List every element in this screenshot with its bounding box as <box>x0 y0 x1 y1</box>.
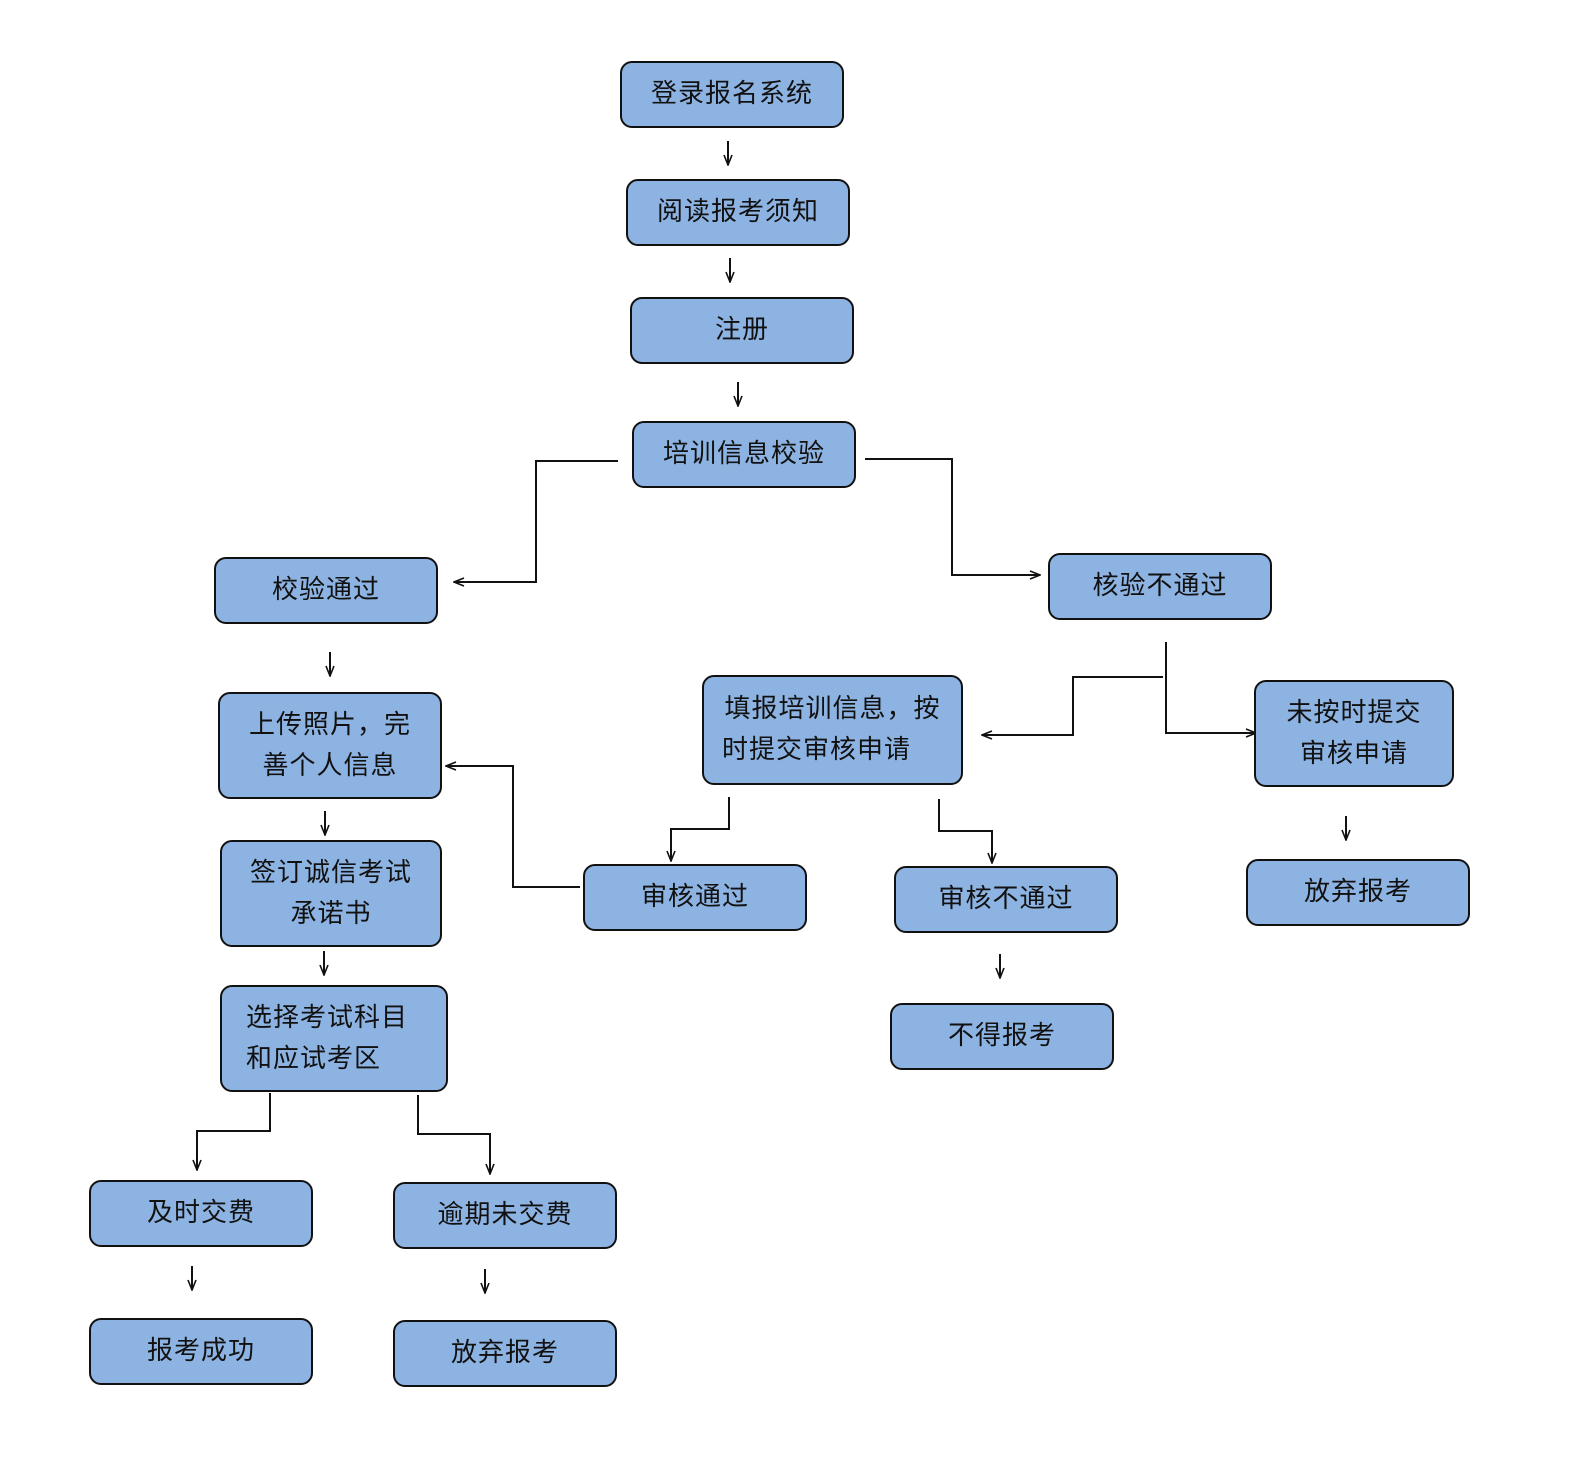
node-not-on-time: 未按时提交 审核申请 <box>1254 680 1454 787</box>
arrow-training-check-to-check-fail <box>865 458 1040 575</box>
arrow-review-pass-to-upload-photo <box>446 766 580 888</box>
node-check-fail: 核验不通过 <box>1048 553 1272 620</box>
arrow-fill-training-to-review-fail <box>938 799 992 863</box>
node-sign-pledge-line-2: 承诺书 <box>290 898 372 929</box>
node-sign-pledge: 签订诚信考试 承诺书 <box>220 840 442 947</box>
node-review-pass-text: 审核通过 <box>640 882 749 912</box>
node-check-pass-text: 校验通过 <box>271 575 380 605</box>
node-pay-on-time-text: 及时交费 <box>146 1198 255 1228</box>
node-check-fail-text: 核验不通过 <box>1092 571 1228 601</box>
node-success: 报考成功 <box>89 1318 313 1385</box>
node-not-on-time-line-1: 未按时提交 <box>1286 697 1422 728</box>
node-not-on-time-line-2: 审核申请 <box>1299 738 1408 769</box>
node-register: 注册 <box>630 297 854 364</box>
node-login-text: 登录报名系统 <box>650 79 813 109</box>
node-choose-subject-line-2: 和应试考区 <box>246 1043 382 1074</box>
node-read-notice: 阅读报考须知 <box>626 179 850 246</box>
node-login: 登录报名系统 <box>620 61 844 128</box>
node-pay-on-time: 及时交费 <box>89 1180 313 1247</box>
node-choose-subject-line-1: 选择考试科目 <box>246 1002 409 1033</box>
node-pay-overdue-text: 逾期未交费 <box>437 1200 573 1230</box>
node-fill-training-line-1: 填报培训信息，按 <box>724 694 941 724</box>
node-pay-overdue: 逾期未交费 <box>393 1182 617 1249</box>
node-register-text: 注册 <box>714 315 769 345</box>
arrow-check-fail-to-fill-training <box>982 676 1163 735</box>
node-read-notice-text: 阅读报考须知 <box>656 197 819 227</box>
node-give-up-bottom: 放弃报考 <box>393 1320 617 1387</box>
arrow-fill-training-to-review-pass <box>671 797 730 861</box>
node-fill-training-line-2: 时提交审核申请 <box>721 735 911 765</box>
node-training-check-text: 培训信息校验 <box>662 439 825 469</box>
node-give-up-right-text: 放弃报考 <box>1303 877 1412 907</box>
node-success-text: 报考成功 <box>146 1336 255 1366</box>
node-review-pass: 审核通过 <box>583 864 807 931</box>
node-training-check: 培训信息校验 <box>632 421 856 488</box>
node-review-fail: 审核不通过 <box>894 866 1118 933</box>
node-upload-photo-line-1: 上传照片，完 <box>248 709 411 740</box>
node-fill-training: 填报培训信息，按 时提交审核申请 <box>702 675 963 785</box>
arrow-choose-subject-to-pay-on-time <box>197 1093 271 1170</box>
node-choose-subject: 选择考试科目 和应试考区 <box>220 985 448 1092</box>
node-upload-photo-line-2: 善个人信息 <box>262 750 398 781</box>
node-check-pass: 校验通过 <box>214 557 438 624</box>
node-not-allowed-text: 不得报考 <box>947 1021 1056 1051</box>
node-review-fail-text: 审核不通过 <box>938 884 1074 914</box>
node-give-up-right: 放弃报考 <box>1246 859 1470 926</box>
arrow-check-fail-to-not-on-time <box>1165 642 1256 733</box>
node-give-up-bottom-text: 放弃报考 <box>450 1338 559 1368</box>
arrow-choose-subject-to-pay-overdue <box>417 1095 490 1174</box>
node-not-allowed: 不得报考 <box>890 1003 1114 1070</box>
node-sign-pledge-line-1: 签订诚信考试 <box>249 857 412 888</box>
arrow-training-check-to-check-pass <box>454 460 618 582</box>
node-upload-photo: 上传照片，完 善个人信息 <box>218 692 442 799</box>
